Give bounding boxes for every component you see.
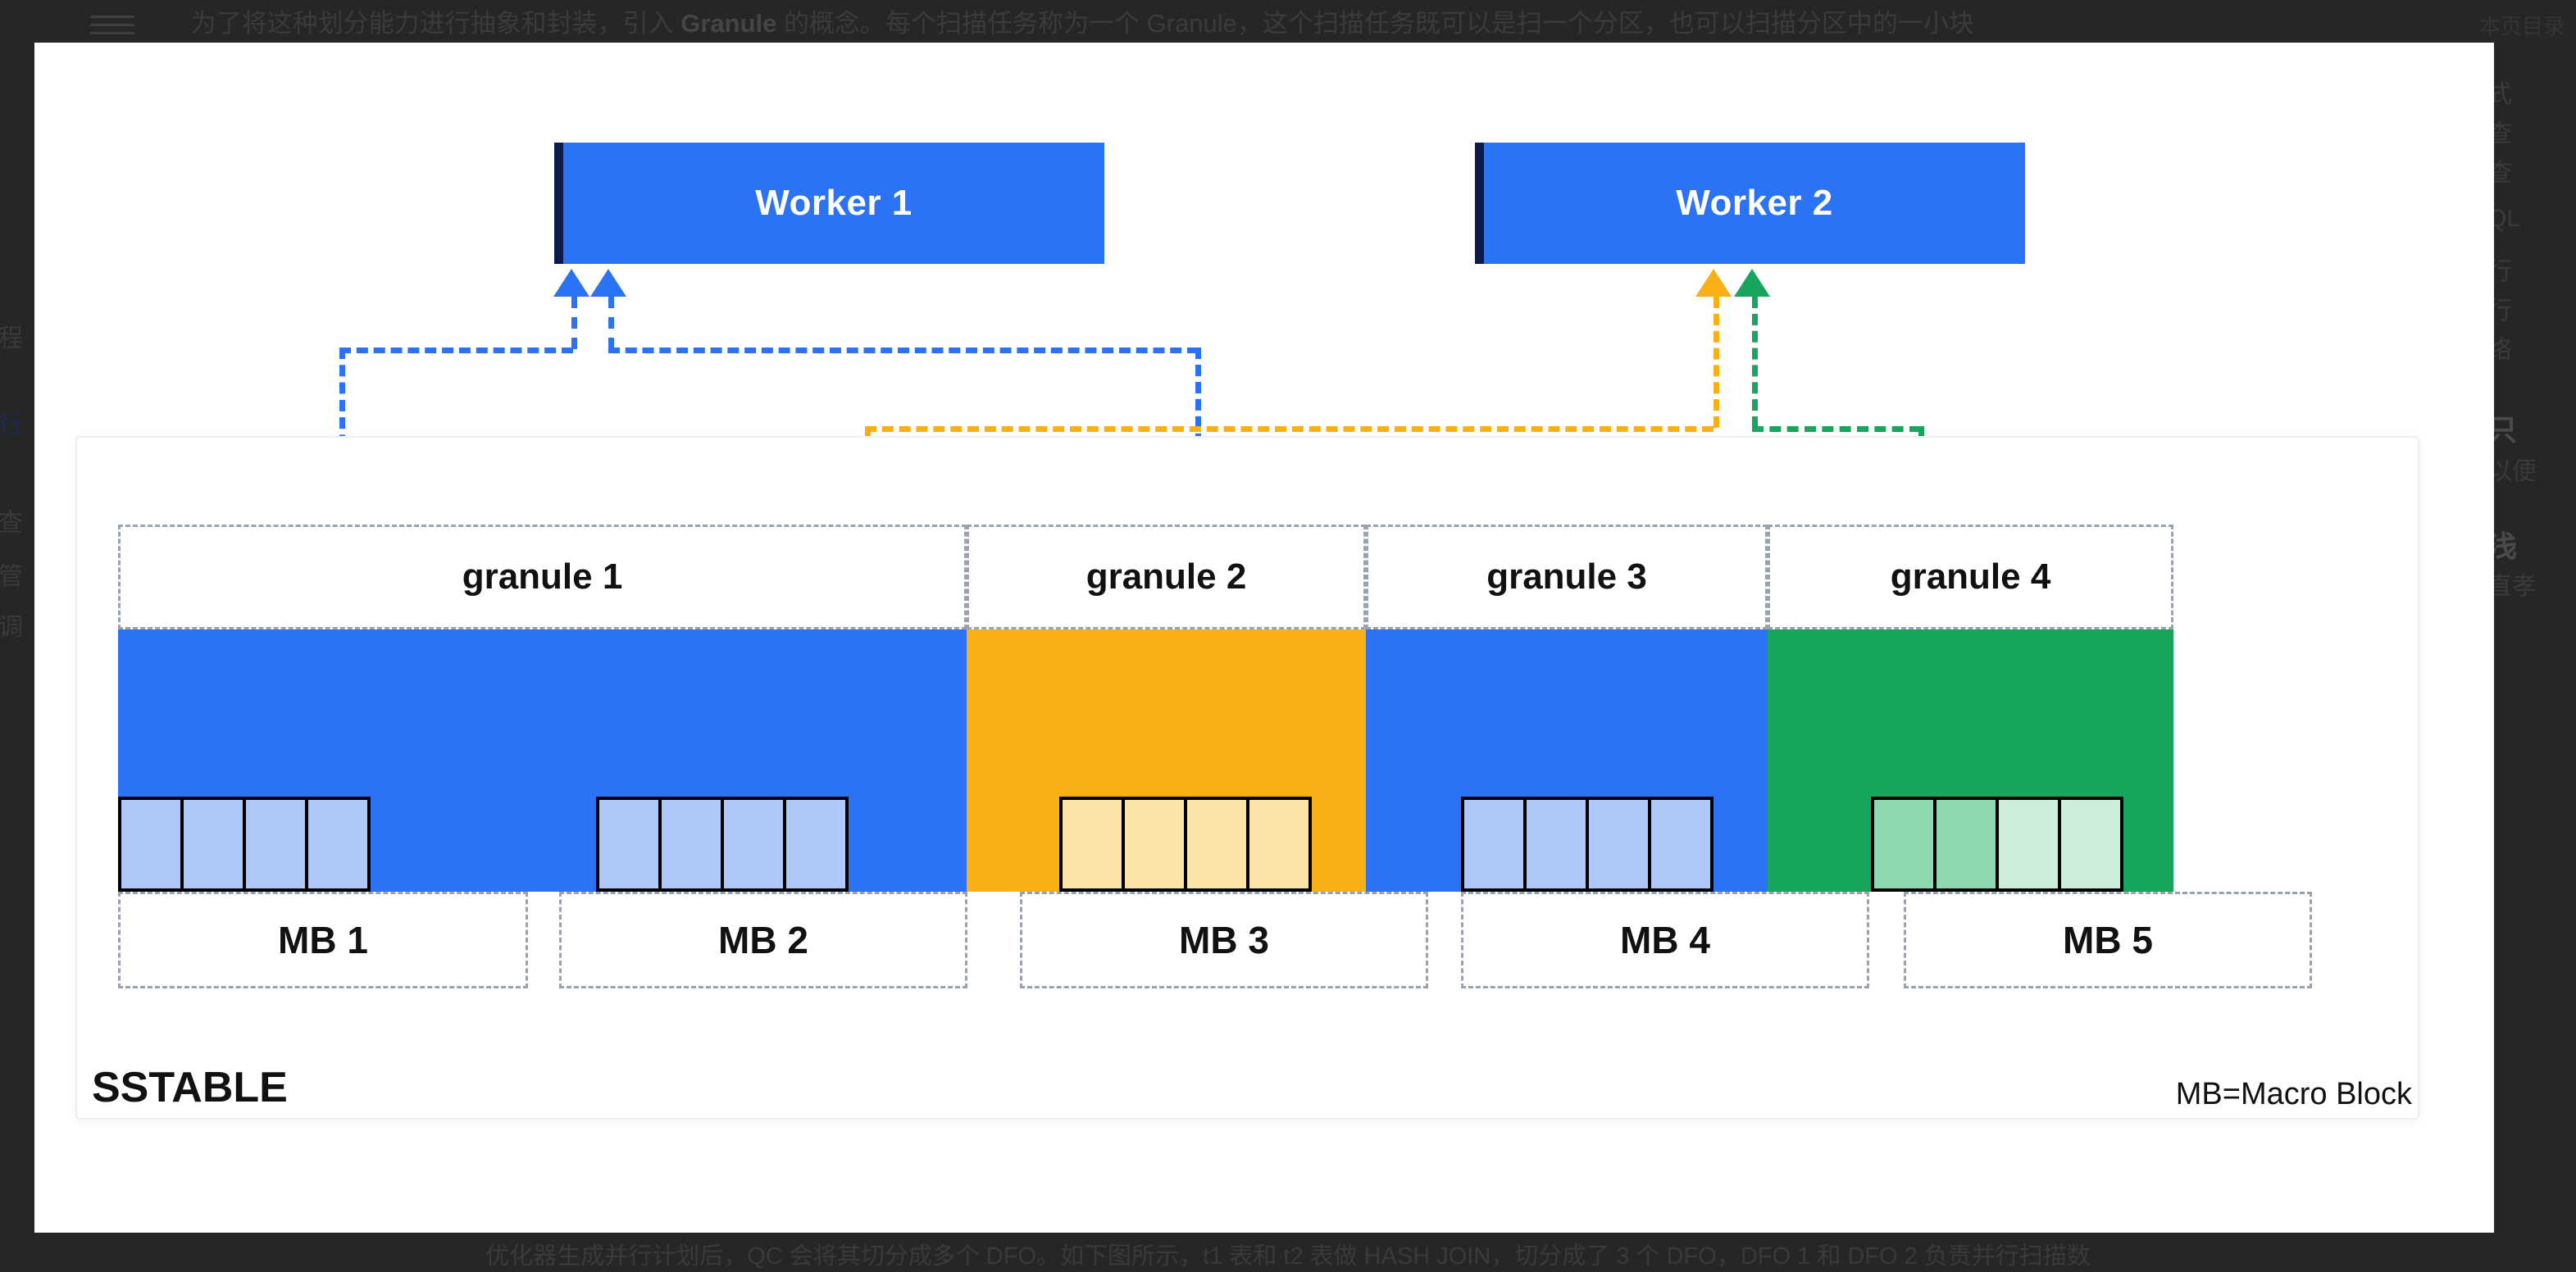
micro-block-row-mb2 (596, 797, 849, 892)
micro-block (1996, 797, 2061, 892)
micro-block (1059, 797, 1125, 892)
worker-2-box[interactable]: Worker 2 (1475, 143, 2025, 264)
macro-block-legend: MB=Macro Block (2175, 1077, 2412, 1111)
granule-label-1: granule 1 (462, 556, 623, 597)
micro-block (1184, 797, 1249, 892)
granule-box-1[interactable]: granule 1 (118, 525, 967, 629)
bg-left-frag-1: 行 (0, 411, 23, 438)
granule-box-3[interactable]: granule 3 (1366, 525, 1768, 629)
micro-block (1523, 797, 1589, 892)
bg-left-frag-4: 调 (0, 614, 23, 641)
micro-block-row-mb3 (1059, 797, 1312, 892)
bg-right-frag-8: 以便 (2487, 458, 2537, 485)
granule-label-3: granule 3 (1486, 556, 1647, 597)
toc-label[interactable]: 本页目录 (2478, 14, 2565, 39)
connector-blue-g3-riser (608, 297, 614, 349)
arrow-orange-to-worker2 (1695, 269, 1732, 297)
connector-blue-g1-riser (571, 297, 577, 349)
micro-block (721, 797, 786, 892)
micro-block (1871, 797, 1937, 892)
background-bottom-paragraph: 优化器生成并行计划后，QC 会将其切分成多个 DFO。如下图所示，t1 表和 t… (485, 1243, 2091, 1270)
macro-block-label-1: MB 1 (278, 919, 368, 961)
micro-block (1648, 797, 1714, 892)
granule-box-2[interactable]: granule 2 (967, 525, 1366, 629)
micro-block (658, 797, 724, 892)
worker-2-label: Worker 2 (1676, 183, 1833, 223)
connector-orange-horizontal (865, 426, 1714, 432)
connector-orange-riser (1714, 297, 1719, 428)
macro-block-box-3[interactable]: MB 3 (1020, 892, 1428, 988)
granule-label-4: granule 4 (1890, 556, 2051, 597)
micro-block (1586, 797, 1651, 892)
connector-green-horizontal (1752, 426, 1921, 432)
micro-block (596, 797, 662, 892)
paragraph-part-2: 的概念。每个扫描任务称为一个 Granule，这个扫描任务既可以是扫一个分区，也… (776, 9, 1974, 38)
granule-diagram: Worker 1 Worker 2 (34, 43, 2494, 1233)
background-paragraph-text: 为了将这种划分能力进行抽象和封装，引入 Granule 的概念。每个扫描任务称为… (191, 0, 1974, 48)
worker-1-label: Worker 1 (755, 183, 913, 223)
arrow-blue-to-worker1-a (553, 269, 589, 297)
worker-1-box[interactable]: Worker 1 (554, 143, 1104, 264)
bg-left-frag-0: 程 (0, 325, 23, 352)
micro-block-row-mb1 (118, 797, 371, 892)
micro-block (1246, 797, 1312, 892)
micro-block (305, 797, 371, 892)
micro-block-row-mb5 (1871, 797, 2123, 892)
background-left-column: 程 行 查 管 调 (0, 48, 34, 1233)
granule-label-2: granule 2 (1085, 556, 1247, 597)
macro-block-box-2[interactable]: MB 2 (559, 892, 967, 988)
background-top-paragraph: 为了将这种划分能力进行抽象和封装，引入 Granule 的概念。每个扫描任务称为… (0, 0, 2576, 48)
connector-blue-g1-horizontal (339, 348, 573, 353)
macro-block-label-5: MB 5 (2063, 919, 2153, 961)
connector-blue-g3-horizontal (608, 348, 1199, 353)
paragraph-bold-term: Granule (680, 9, 777, 38)
connector-green-riser (1752, 297, 1758, 428)
micro-block (783, 797, 849, 892)
background-right-column: 式 查 查 QL 行 行 络 只 以便 浅 直孝 (2484, 48, 2576, 1233)
sstable-title: SSTABLE (92, 1064, 288, 1111)
macro-block-box-4[interactable]: MB 4 (1461, 892, 1869, 988)
micro-block (118, 797, 184, 892)
micro-block (243, 797, 308, 892)
bg-left-frag-3: 管 (0, 563, 23, 590)
arrow-blue-to-worker1-b (590, 269, 626, 297)
micro-block (1461, 797, 1527, 892)
micro-block (2058, 797, 2123, 892)
macro-block-box-5[interactable]: MB 5 (1904, 892, 2312, 988)
micro-block (1933, 797, 1999, 892)
macro-block-label-4: MB 4 (1620, 919, 1710, 961)
hamburger-menu-icon[interactable] (90, 10, 134, 40)
bg-right-frag-10: 直孝 (2487, 573, 2537, 600)
macro-block-label-2: MB 2 (718, 919, 808, 961)
granule-box-4[interactable]: granule 4 (1768, 525, 2173, 629)
bg-left-frag-2: 查 (0, 510, 23, 537)
arrow-green-to-worker2 (1734, 269, 1770, 297)
image-lightbox[interactable]: Worker 1 Worker 2 (34, 43, 2494, 1233)
micro-block-row-mb4 (1461, 797, 1714, 892)
macro-block-label-3: MB 3 (1179, 919, 1269, 961)
paragraph-part-1: 为了将这种划分能力进行抽象和封装，引入 (190, 9, 681, 38)
micro-block (1122, 797, 1187, 892)
micro-block (180, 797, 246, 892)
macro-block-box-1[interactable]: MB 1 (118, 892, 528, 988)
